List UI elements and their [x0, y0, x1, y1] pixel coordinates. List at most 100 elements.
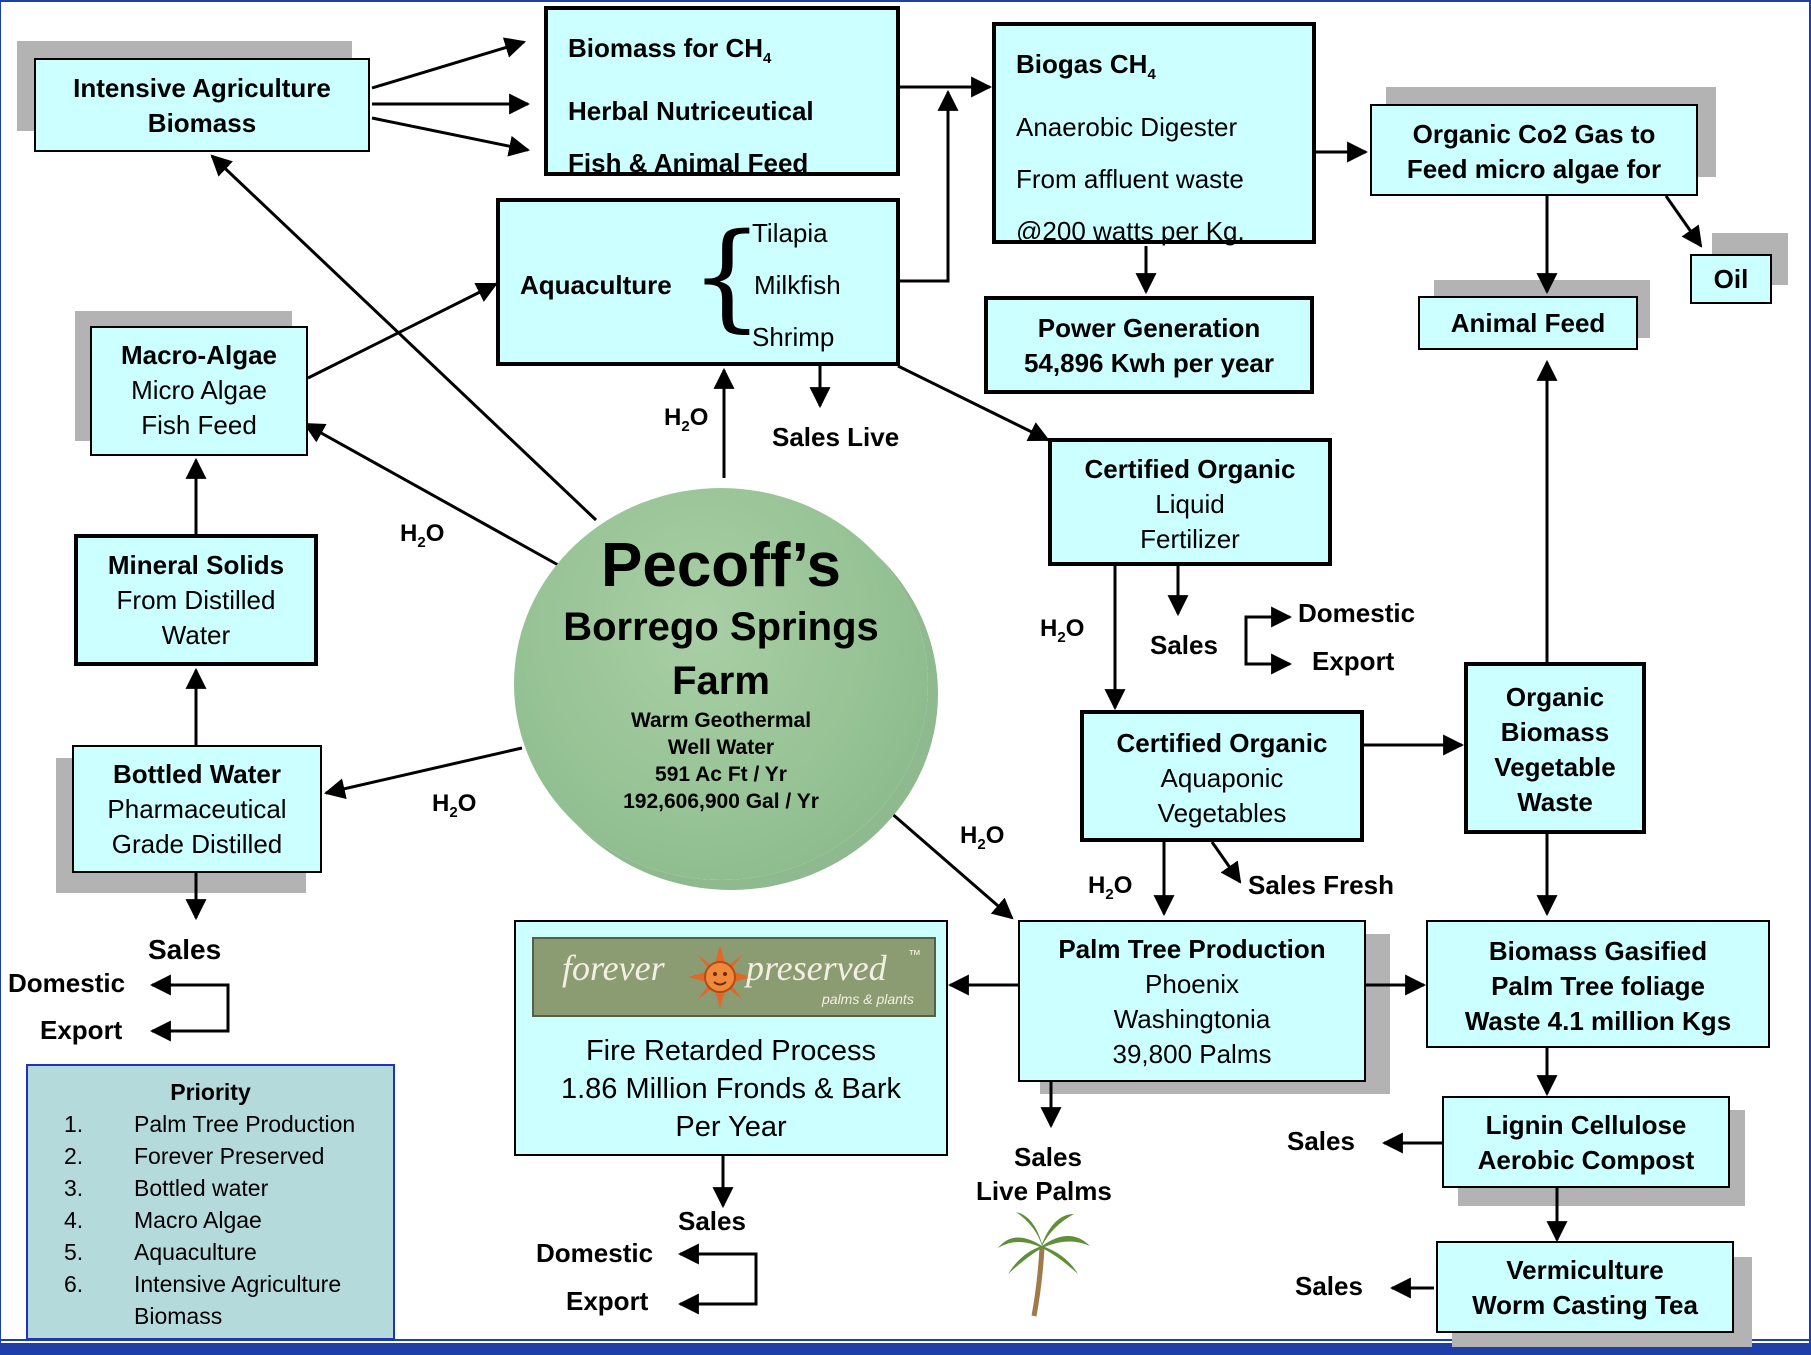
biogas-line2: Anaerobic Digester	[1016, 112, 1238, 143]
sun-face-icon	[688, 945, 752, 1009]
vermiculture-line2: Worm Casting Tea	[1472, 1290, 1698, 1320]
hub-subtitle-1: Borrego Springs	[563, 605, 879, 649]
bottled-water-title: Bottled Water	[112, 759, 282, 789]
palm-title: Palm Tree Production	[1058, 934, 1326, 964]
node-vegetable-waste: Organic Biomass Vegetable Waste	[1464, 662, 1646, 834]
aquaponic-line2: Aquaponic	[1160, 763, 1284, 793]
node-vermiculture: Vermiculture Worm Casting Tea	[1436, 1241, 1734, 1333]
label-fertilizer-export: Export	[1312, 646, 1395, 676]
forever-preserved-logo: forever preserved ™ palms & plants	[532, 937, 936, 1017]
priority-item: Biomass	[134, 1303, 223, 1329]
aquaculture-item-shrimp: Shrimp	[752, 322, 835, 352]
h2o-label-aquaculture: H2O	[664, 404, 709, 435]
node-organic-co2: Organic Co2 Gas to Feed micro algae for	[1370, 104, 1698, 196]
h2o-label-fertilizer: H2O	[1040, 615, 1085, 646]
veg-waste-line2: Biomass	[1500, 717, 1610, 747]
priority-item: 2.Forever Preserved	[64, 1143, 325, 1169]
node-bottled-water: Bottled Water Pharmaceutical Grade Disti…	[72, 745, 322, 873]
organic-co2-line1: Organic Co2 Gas to	[1412, 119, 1656, 149]
lignin-line1: Lignin Cellulose	[1485, 1110, 1687, 1140]
arrow-hub-to-ag	[210, 154, 598, 522]
label-bottled-sales: Sales	[148, 934, 222, 965]
logo-word-forever: forever	[562, 948, 665, 988]
hub-title: Pecoff’s	[600, 531, 841, 600]
liquid-fertilizer-title: Certified Organic	[1084, 454, 1296, 484]
node-animal-feed: Animal Feed	[1418, 296, 1638, 350]
label-fertilizer-domestic: Domestic	[1298, 598, 1416, 628]
macro-algae-title: Macro-Algae	[120, 340, 278, 370]
arrow-hub-to-palm	[889, 810, 1014, 920]
node-biogas: Biogas CH4 Anaerobic Digester From afflu…	[992, 22, 1316, 246]
arrow-algae-to-aquaculture	[307, 282, 498, 380]
macro-algae-line3: Fish Feed	[141, 410, 257, 440]
label-fertilizer-sales: Sales	[1150, 630, 1218, 660]
priority-item: 5.Aquaculture	[64, 1239, 257, 1265]
macro-algae-line2: Micro Algae	[131, 375, 267, 405]
node-intensive-agriculture: Intensive Agriculture Biomass	[34, 58, 370, 152]
bottled-water-line3: Grade Distilled	[111, 829, 283, 859]
palm-tree-icon	[998, 1212, 1090, 1317]
logo-word-preserved: preserved	[746, 948, 887, 988]
biogas-line3: From affluent waste	[1016, 164, 1244, 195]
arrow-forever-sales-export	[677, 1252, 758, 1315]
node-oil: Oil	[1690, 254, 1772, 304]
gasified-line1: Biomass Gasified	[1488, 936, 1708, 966]
priority-title: Priority	[170, 1079, 251, 1105]
bottom-rule-line	[0, 1339, 1811, 1341]
h2o-label-bottled: H2O	[432, 790, 477, 821]
arrow-bottled-sales-export	[149, 983, 230, 1042]
node-palm-tree-production: Palm Tree Production Phoenix Washingtoni…	[1018, 920, 1366, 1082]
h2o-label-algae: H2O	[400, 520, 445, 551]
label-sales-fresh: Sales Fresh	[1248, 870, 1394, 900]
label-forever-sales: Sales	[678, 1206, 746, 1236]
veg-waste-line3: Vegetable	[1494, 752, 1616, 782]
label-bottled-export: Export	[40, 1015, 123, 1045]
forever-line1: Fire Retarded Process	[585, 1035, 877, 1067]
intensive-ag-line1: Intensive Agriculture	[73, 73, 331, 103]
vermiculture-line1: Vermiculture	[1506, 1255, 1664, 1285]
gasified-line2: Palm Tree foliage	[1491, 971, 1705, 1001]
gasified-line3: Waste 4.1 million Kgs	[1464, 1006, 1732, 1036]
arrow-fertilizer-sales-export	[1244, 642, 1293, 675]
h2o-label-palm: H2O	[960, 822, 1005, 853]
h2o-label-aquaponic: H2O	[1088, 872, 1133, 903]
node-power-generation: Power Generation 54,896 Kwh per year	[984, 296, 1314, 394]
palm-line4: 39,800 Palms	[1112, 1039, 1272, 1069]
arrow-aquaculture-to-biogas	[900, 89, 959, 283]
label-bottled-domestic: Domestic	[8, 968, 126, 998]
arrow-aquaponic-sales-fresh	[1210, 841, 1242, 884]
mineral-solids-line2: From Distilled	[116, 585, 276, 615]
node-liquid-fertilizer: Certified Organic Liquid Fertilizer	[1048, 438, 1332, 566]
forever-line2: 1.86 Million Fronds & Bark	[560, 1073, 902, 1105]
aquaculture-brace-icon: {	[690, 209, 764, 344]
arrow-ag-to-biomass-1	[371, 37, 527, 90]
node-macro-algae: Macro-Algae Micro Algae Fish Feed	[90, 326, 308, 456]
veg-waste-line4: Waste	[1517, 787, 1593, 817]
aquaculture-item-tilapia: Tilapia	[752, 218, 828, 248]
node-biomass-gasified: Biomass Gasified Palm Tree foliage Waste…	[1426, 920, 1770, 1048]
label-vermiculture-sales: Sales	[1295, 1271, 1363, 1301]
arrow-fertilizer-sales-domestic	[1244, 606, 1293, 642]
logo-tagline: palms & plants	[822, 991, 914, 1007]
label-live-palms: Live Palms	[976, 1176, 1112, 1206]
mineral-solids-line3: Water	[161, 620, 231, 650]
bottled-water-line2: Pharmaceutical	[107, 794, 287, 824]
priority-item: 3.Bottled water	[64, 1175, 269, 1201]
intensive-ag-line2: Biomass	[147, 108, 257, 138]
priority-list: Priority 1.Palm Tree Production 2.Foreve…	[26, 1064, 395, 1340]
label-live-palms-sales: Sales	[1014, 1142, 1082, 1172]
lignin-line2: Aerobic Compost	[1477, 1145, 1695, 1175]
biogas-line4: @200 watts per Kg.	[1016, 216, 1245, 247]
aquaculture-title: Aquaculture	[520, 270, 672, 300]
hub-detail-1: Warm Geothermal	[630, 709, 812, 732]
priority-item: 1.Palm Tree Production	[64, 1111, 356, 1137]
power-line2: 54,896 Kwh per year	[1023, 348, 1275, 378]
arrow-co2-to-oil	[1664, 195, 1703, 248]
arrow-hub-to-bottled	[323, 746, 523, 800]
aquaponic-title: Certified Organic	[1116, 728, 1328, 758]
liquid-fertilizer-line2: Liquid	[1155, 489, 1225, 519]
arrow-hub-to-algae	[303, 422, 561, 568]
arrow-aquaculture-to-fertilizer	[897, 364, 1050, 442]
